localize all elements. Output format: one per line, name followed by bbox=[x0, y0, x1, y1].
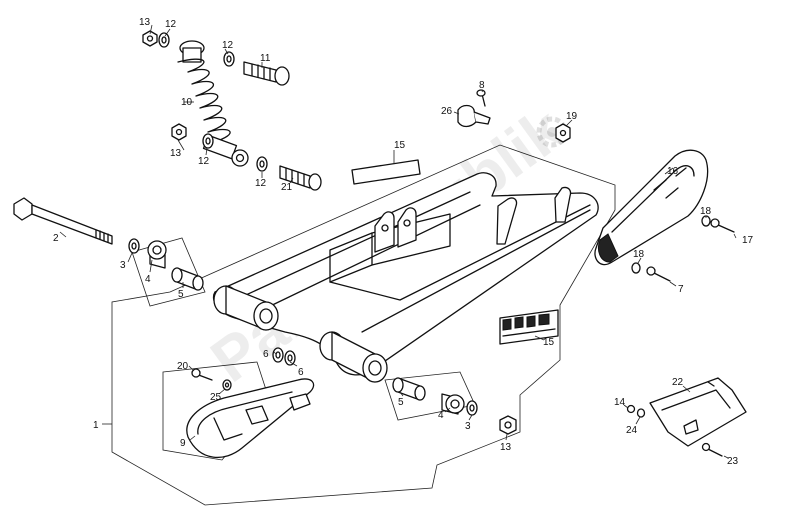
callout-12: 12 bbox=[198, 156, 210, 167]
callout-16: 16 bbox=[667, 166, 679, 177]
swingarm bbox=[212, 172, 599, 383]
washer-12-middle bbox=[202, 133, 214, 149]
nut-13-lower bbox=[499, 415, 517, 435]
callout-21: 21 bbox=[281, 182, 293, 193]
callout-6: 6 bbox=[298, 367, 304, 378]
bolt-11 bbox=[243, 61, 290, 86]
callout-24: 24 bbox=[626, 425, 638, 436]
callout-14: 14 bbox=[614, 397, 626, 408]
spacer-5-left bbox=[171, 267, 204, 291]
callout-9: 9 bbox=[180, 438, 186, 449]
callout-4: 4 bbox=[145, 274, 151, 285]
bushing-4-right bbox=[441, 393, 465, 415]
plate-22 bbox=[649, 377, 747, 447]
callout-3: 3 bbox=[120, 260, 126, 271]
leader-lines bbox=[59, 24, 737, 459]
callout-15: 15 bbox=[543, 337, 555, 348]
nut-13-middle bbox=[171, 123, 187, 141]
spacer-5-right bbox=[392, 377, 426, 401]
callout-22: 22 bbox=[672, 377, 684, 388]
callout-17: 17 bbox=[742, 235, 754, 246]
callout-4: 4 bbox=[438, 410, 444, 421]
bolt-21 bbox=[279, 165, 322, 191]
nut-19 bbox=[555, 123, 571, 143]
callout-19: 19 bbox=[566, 111, 578, 122]
callout-3: 3 bbox=[465, 421, 471, 432]
callout-11: 11 bbox=[260, 53, 271, 64]
washer-18-lower bbox=[631, 262, 641, 274]
callout-25: 25 bbox=[210, 392, 222, 403]
washer-24 bbox=[636, 408, 646, 418]
callout-10: 10 bbox=[181, 97, 193, 108]
callout-20: 20 bbox=[177, 361, 189, 372]
washer-12-upper-right bbox=[223, 51, 235, 67]
callout-1: 1 bbox=[93, 420, 99, 431]
chain-guide-9 bbox=[186, 378, 315, 459]
callout-labels: 13 12 12 11 10 13 12 12 21 8 26 19 15 16… bbox=[53, 17, 754, 467]
callout-15: 15 bbox=[394, 140, 406, 151]
bushing-4-left bbox=[147, 240, 167, 269]
washer-6-b bbox=[284, 350, 296, 366]
callout-5: 5 bbox=[178, 289, 184, 300]
nut-13-top bbox=[142, 30, 158, 47]
screw-23 bbox=[701, 442, 723, 457]
callout-13: 13 bbox=[170, 148, 182, 159]
callout-13: 13 bbox=[139, 17, 151, 28]
callout-12: 12 bbox=[165, 19, 177, 30]
clamp-26 bbox=[457, 104, 491, 128]
washer-3-left bbox=[128, 238, 140, 254]
callout-12: 12 bbox=[222, 40, 234, 51]
callout-23: 23 bbox=[727, 456, 739, 467]
label-plate-15-upper bbox=[351, 159, 421, 185]
callout-7: 7 bbox=[678, 284, 684, 295]
callout-18: 18 bbox=[633, 249, 645, 260]
screw-7 bbox=[646, 266, 671, 282]
assembly-outline bbox=[111, 144, 616, 506]
washer-25 bbox=[222, 379, 232, 391]
screw-20 bbox=[191, 368, 213, 381]
washer-12-lower bbox=[256, 156, 268, 172]
callout-18: 18 bbox=[700, 206, 712, 217]
screw-17 bbox=[710, 218, 735, 233]
nut-14 bbox=[626, 404, 636, 414]
callout-13: 13 bbox=[500, 442, 512, 453]
callout-5: 5 bbox=[398, 397, 404, 408]
callout-2: 2 bbox=[53, 233, 59, 244]
callout-26: 26 bbox=[441, 106, 453, 117]
subgroup-outline-left bbox=[131, 237, 206, 307]
washer-3-right bbox=[466, 400, 478, 416]
callout-8: 8 bbox=[479, 80, 485, 91]
label-plate-15-lower bbox=[499, 309, 559, 345]
chain-guard-16 bbox=[594, 149, 709, 266]
screw-8 bbox=[476, 89, 486, 107]
axle-bolt-2 bbox=[13, 197, 113, 245]
callout-6: 6 bbox=[263, 349, 269, 360]
washer-6-a bbox=[272, 347, 284, 363]
washer-12-top bbox=[158, 32, 170, 48]
callout-12: 12 bbox=[255, 178, 267, 189]
